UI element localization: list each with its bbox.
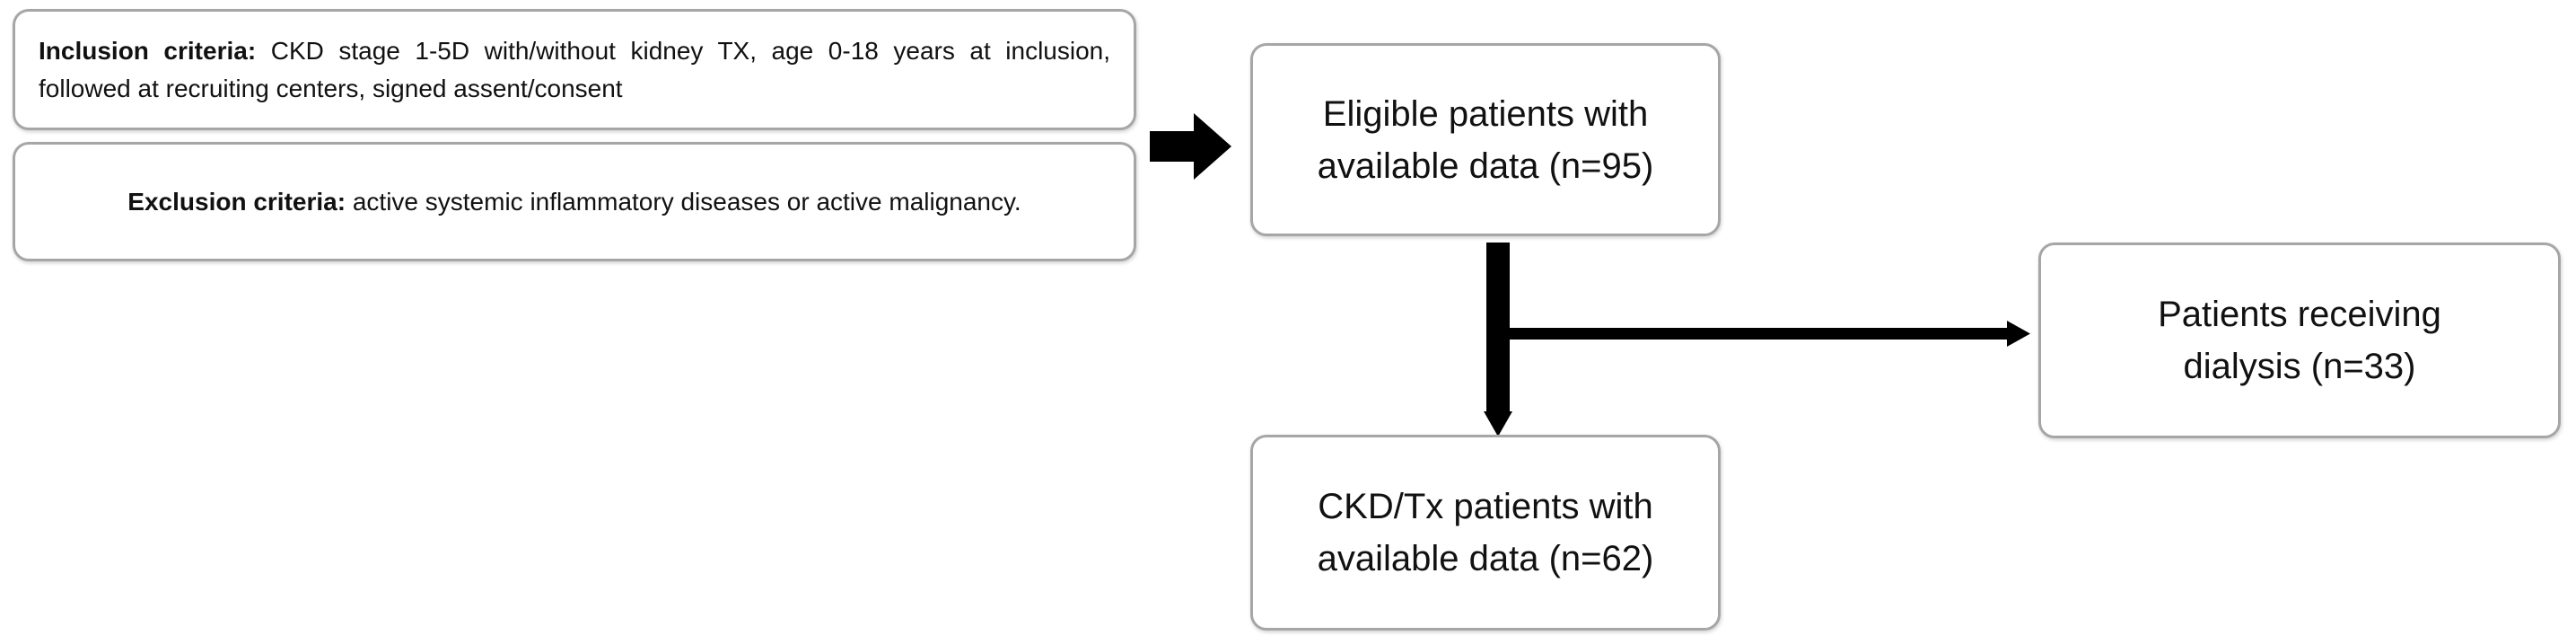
- eligible-patients-line1: Eligible patients with: [1322, 93, 1649, 134]
- exclusion-criteria-label: Exclusion criteria: [127, 187, 337, 216]
- eligible-to-ckd-trunk: [1486, 243, 1510, 413]
- ckd-tx-patients-box: CKD/Tx patients with available data (n=6…: [1250, 435, 1721, 631]
- ckd-tx-patients-line1: CKD/Tx patients with: [1318, 487, 1653, 526]
- dialysis-patients-line1: Patients receiving: [2158, 295, 2441, 334]
- branch-to-dialysis-line: [1510, 328, 2010, 340]
- inclusion-criteria-label: Inclusion criteria: [39, 36, 248, 65]
- eligible-patients-box: Eligible patients with available data (n…: [1250, 43, 1721, 236]
- eligible-to-ckd-arrowhead: [1484, 411, 1512, 437]
- branch-to-dialysis-arrowhead: [2007, 321, 2030, 347]
- inclusion-criteria-box: Inclusion criteria: CKD stage 1-5D with/…: [13, 9, 1136, 130]
- exclusion-criteria-box: Exclusion criteria: active systemic infl…: [13, 142, 1136, 261]
- inclusion-criteria-text: CKD stage 1-5D with/without kidney TX, a…: [39, 36, 1111, 102]
- eligible-patients-line2: available data (n=95): [1317, 146, 1654, 186]
- dialysis-patients-line2: dialysis (n=33): [2183, 347, 2416, 386]
- ckd-tx-patients-line2: available data (n=62): [1317, 539, 1654, 578]
- exclusion-criteria-text: active systemic inflammatory diseases or…: [352, 187, 1021, 216]
- dialysis-patients-box: Patients receiving dialysis (n=33): [2038, 243, 2561, 438]
- criteria-to-eligible-arrow: [1150, 113, 1231, 180]
